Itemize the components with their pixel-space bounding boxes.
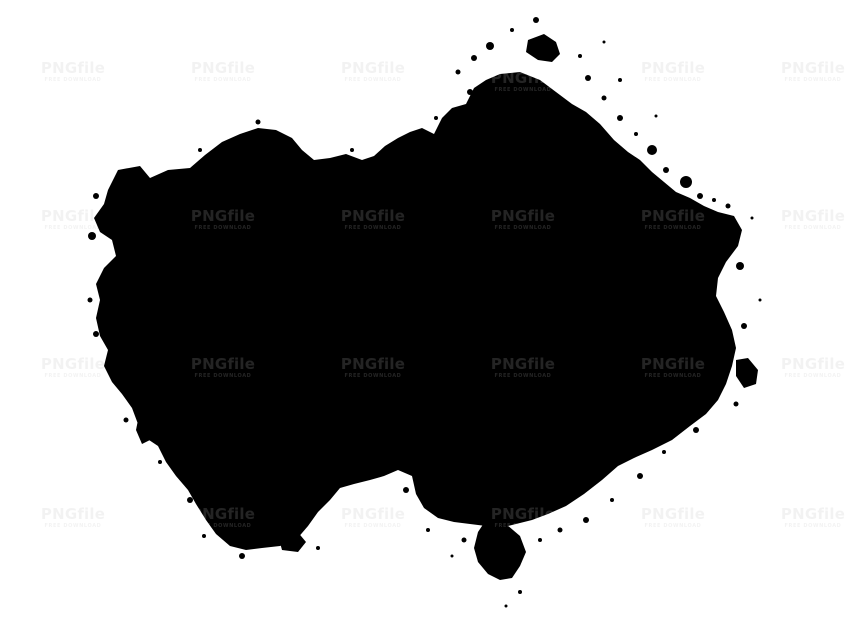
ink-blot-drip: [474, 520, 526, 580]
ink-blot-left-drip: [136, 408, 154, 444]
ink-blot-bottom-left-drip: [276, 528, 306, 552]
ink-splatter-dots: [87, 17, 762, 608]
ink-blot-body: [94, 72, 742, 550]
ink-blot-top-splash: [526, 34, 560, 62]
ink-blot: [87, 17, 762, 608]
ink-blot-right-blob: [736, 358, 758, 388]
